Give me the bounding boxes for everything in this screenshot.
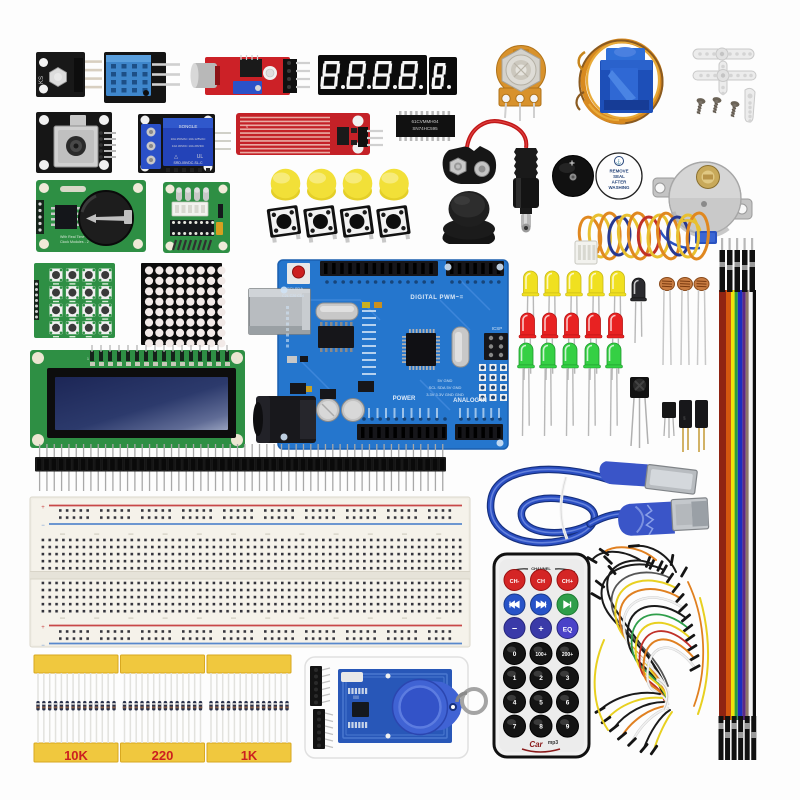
svg-text:With Real Time: With Real Time — [60, 235, 84, 239]
svg-text:||||||: |||||| — [353, 694, 359, 699]
svg-text:61CVMMH04: 61CVMMH04 — [411, 119, 439, 124]
svg-text:7: 7 — [513, 724, 517, 731]
svg-text:1: 1 — [87, 357, 89, 361]
svg-text:CH+: CH+ — [562, 579, 573, 585]
svg-text:KS: KS — [39, 76, 45, 84]
svg-text:9: 9 — [566, 724, 570, 731]
svg-text:mp3: mp3 — [548, 740, 559, 746]
svg-text:SRD-05VDC-SL-C: SRD-05VDC-SL-C — [174, 161, 203, 165]
svg-text:0: 0 — [513, 651, 517, 658]
svg-text:+: + — [41, 505, 45, 511]
svg-text:SCL SDA 5V GND: SCL SDA 5V GND — [429, 385, 462, 390]
svg-text:1: 1 — [513, 675, 517, 682]
svg-text:5V GND: 5V GND — [438, 378, 453, 383]
svg-text:+: + — [41, 625, 45, 631]
svg-text:−: − — [512, 624, 517, 634]
svg-text:3: 3 — [566, 675, 570, 682]
svg-text:SCLSDA: SCLSDA — [287, 286, 303, 291]
svg-text:WASHING: WASHING — [609, 185, 631, 190]
svg-text:SN74HC595: SN74HC595 — [412, 126, 438, 131]
svg-text:1K: 1K — [241, 748, 258, 763]
svg-text:Clock Modules - 2: Clock Modules - 2 — [60, 240, 89, 244]
svg-text:C2L C20 C14: C2L C20 C14 — [282, 294, 304, 298]
svg-text:AFTER: AFTER — [612, 180, 627, 185]
svg-text:16: 16 — [233, 357, 237, 361]
svg-text:200+: 200+ — [562, 652, 573, 658]
svg-text:−: − — [41, 523, 45, 529]
svg-text:△: △ — [174, 154, 178, 160]
svg-text:EQ: EQ — [563, 627, 572, 634]
svg-text:UL: UL — [197, 154, 204, 160]
svg-text:XY: XY — [683, 416, 687, 420]
svg-text:10A 250VAC 10A 125VAC: 10A 250VAC 10A 125VAC — [171, 137, 207, 141]
svg-text:4: 4 — [513, 699, 517, 706]
svg-text:SEAL: SEAL — [613, 174, 625, 179]
svg-text:POWER: POWER — [393, 396, 416, 402]
svg-text:DIGITAL PWM~=: DIGITAL PWM~= — [410, 295, 463, 301]
svg-text:CH-: CH- — [510, 579, 520, 585]
svg-text:−: − — [41, 643, 45, 649]
svg-text:ICSP: ICSP — [492, 326, 503, 331]
svg-text:CHANNEL: CHANNEL — [531, 566, 551, 571]
svg-text:REMOVE: REMOVE — [609, 169, 628, 174]
svg-text:10A 30VDC 10A 28VDC: 10A 30VDC 10A 28VDC — [172, 144, 205, 148]
svg-text:ANALOG IN: ANALOG IN — [453, 398, 487, 404]
svg-text:⚓: ⚓ — [616, 159, 622, 166]
svg-text:220: 220 — [152, 748, 174, 763]
svg-text:CH: CH — [537, 579, 545, 585]
svg-text:100+: 100+ — [535, 652, 546, 658]
svg-text:SONGLE: SONGLE — [179, 124, 198, 129]
svg-text:Car: Car — [529, 740, 543, 749]
svg-text:5: 5 — [539, 699, 543, 706]
svg-text:3.3V 3.3V GND GND: 3.3V 3.3V GND GND — [426, 392, 464, 397]
svg-text:6: 6 — [566, 699, 570, 706]
svg-text:+: + — [538, 624, 543, 634]
svg-text:2: 2 — [539, 675, 543, 682]
svg-text:8: 8 — [539, 724, 543, 731]
svg-text:10K: 10K — [64, 748, 88, 763]
svg-text:S: S — [246, 124, 249, 129]
